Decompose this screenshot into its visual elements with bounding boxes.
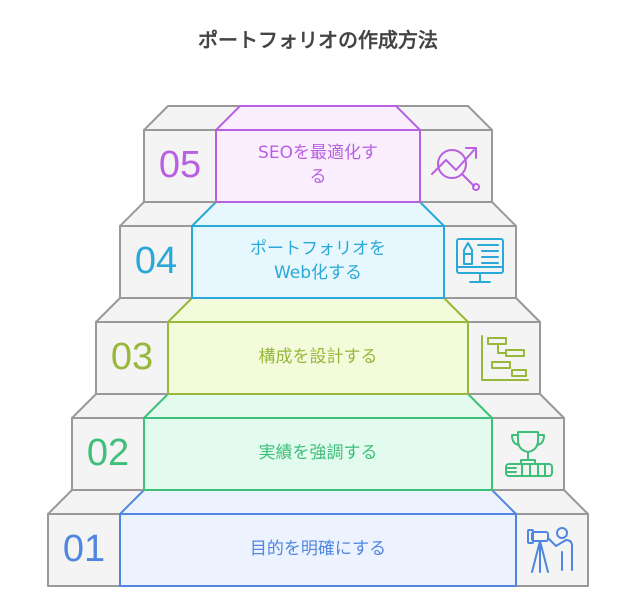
step-front-face (119, 513, 517, 587)
seo-growth-magnifier-icon (430, 140, 482, 192)
step-label: 構成を設計する (258, 347, 378, 368)
step-label: SEOを最適化する (258, 143, 378, 187)
step-front-face (215, 129, 421, 203)
trophy-books-icon (502, 428, 554, 480)
step-top-face (143, 393, 493, 419)
monitor-design-icon (454, 236, 506, 288)
step-front-face (143, 417, 493, 491)
step-top-face (119, 489, 517, 515)
step-number: 02 (86, 432, 130, 474)
step-number: 05 (158, 144, 202, 186)
step-number: 01 (62, 528, 106, 570)
step-number: 03 (110, 336, 154, 378)
step-number: 04 (134, 240, 178, 282)
step-top-face (167, 297, 469, 323)
step-label: 目的を明確にする (249, 539, 387, 560)
step-front-face (191, 225, 445, 299)
step-top-face (191, 201, 445, 227)
step-top-face (215, 105, 421, 131)
flowchart-icon (478, 332, 530, 384)
step-label: 実績を強調する (258, 443, 378, 464)
step-front-face (167, 321, 469, 395)
telescope-person-icon (526, 524, 578, 576)
diagram-title: ポートフォリオの作成方法 (198, 28, 438, 52)
